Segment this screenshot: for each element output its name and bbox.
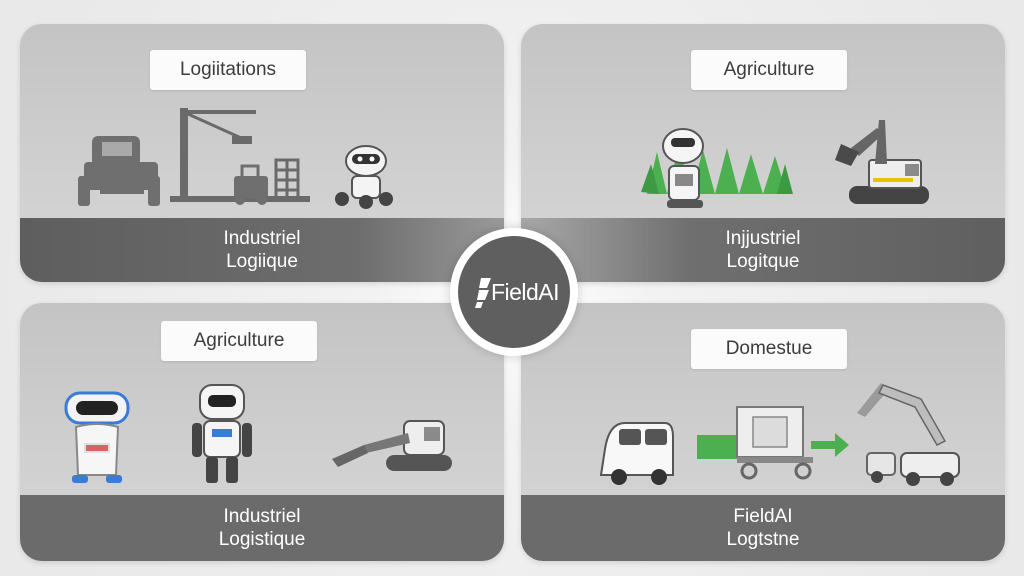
panel-top-right-label: Agriculture [691, 50, 847, 90]
fieldai-logo-icon [475, 278, 491, 308]
panel-bottom-right-band-line1: FieldAI [733, 506, 793, 527]
delivery-vehicle-icon [599, 422, 674, 485]
panel-top-left-band-line1: Industriel [223, 228, 301, 249]
panel-bottom-right-band-line2: Logtstne [726, 529, 800, 550]
panel-top-left-band-line2: Logiique [226, 251, 298, 272]
forklift-icon [234, 164, 268, 205]
panel-top-left-band: Industriel Logiique [20, 218, 504, 282]
hub-brand-text: FieldAI [490, 278, 560, 305]
arrow-icon [811, 433, 849, 457]
shelving-icon [274, 158, 300, 202]
panel-top-right-band-line2: Logitque [726, 251, 800, 272]
panel-top-left: Logiitations Industriel Logiique [20, 24, 504, 282]
panel-top-right: Agriculture Injjustriel Logitque [521, 24, 1005, 282]
panel-bottom-left: Agriculture Industriel Logistique [20, 303, 504, 561]
panel-top-right-illustration [641, 120, 929, 208]
panel-bottom-right: Domestue FieldAI Logtstne [521, 303, 1005, 561]
panel-bottom-right-label: Domestue [691, 329, 847, 369]
center-hub: FieldAI [450, 228, 578, 356]
panel-bottom-left-band: Industriel Logistique [20, 495, 504, 561]
tracked-excavator-icon [332, 420, 452, 471]
panel-bottom-left-illustration [64, 384, 452, 483]
robotic-arm-icon [857, 383, 960, 486]
panel-bottom-left-label: Agriculture [161, 321, 317, 361]
robot-icon [335, 145, 393, 209]
panel-bottom-left-band-line1: Industriel [223, 506, 301, 527]
robot-icon [662, 128, 704, 208]
cart-icon [697, 406, 813, 480]
panel-top-left-label: Logiitations [150, 50, 306, 90]
panel-bottom-left-band-line2: Logistique [218, 529, 306, 550]
humanoid-robot-icon [192, 384, 252, 483]
panel-top-right-band-line1: Injjustriel [725, 228, 801, 249]
robot-icon [64, 391, 130, 483]
panel-bottom-right-band: FieldAI Logtstne [521, 495, 1005, 561]
excavator-icon [835, 120, 929, 204]
center-hub-badge: FieldAI [458, 236, 570, 348]
panel-top-right-band: Injjustriel Logitque [521, 218, 1005, 282]
panel-bottom-right-illustration [599, 383, 960, 486]
truck-icon [78, 136, 160, 206]
panel-top-left-illustration [78, 108, 393, 209]
